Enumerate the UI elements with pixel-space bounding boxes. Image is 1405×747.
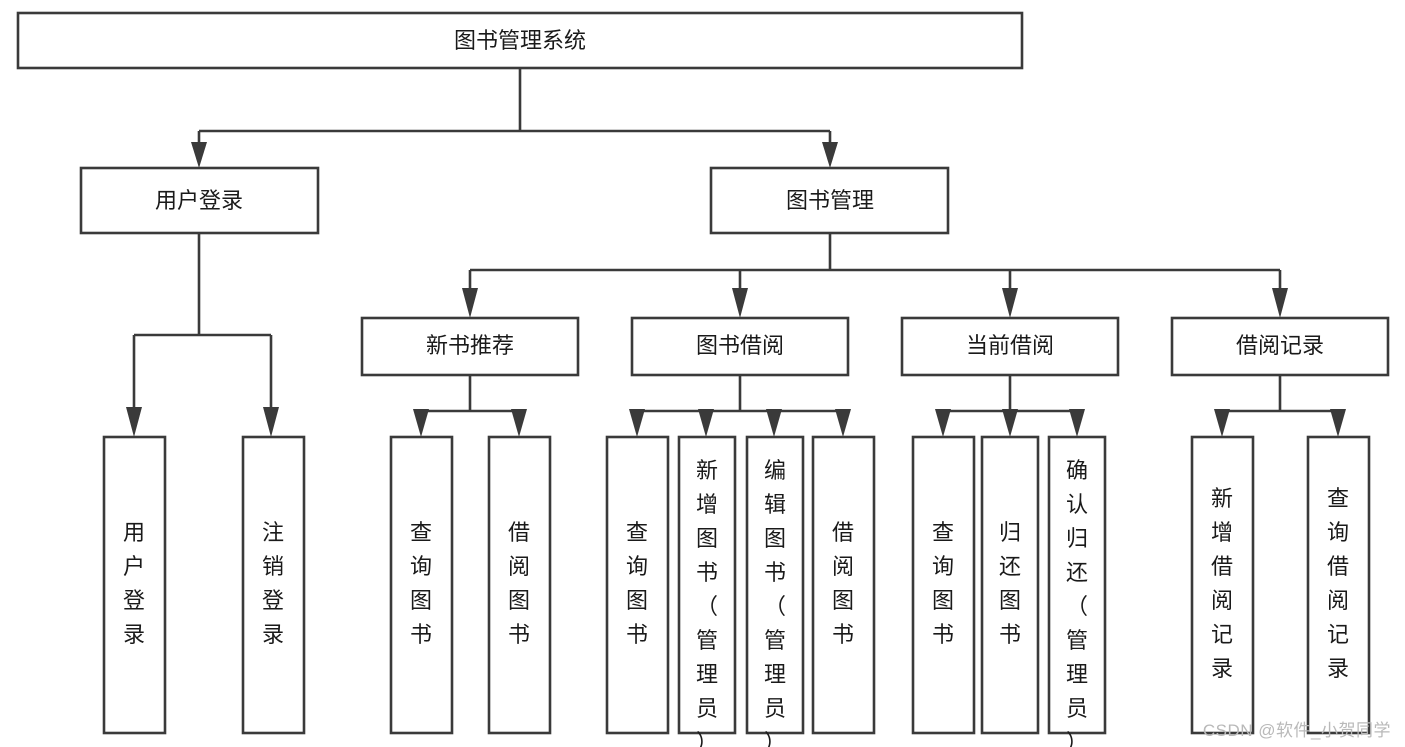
connector-group-new-book-leaves xyxy=(413,375,527,437)
leaf-edit-book-box[interactable] xyxy=(745,435,805,735)
leaf-user-login-box[interactable] xyxy=(102,435,167,735)
node-new-book-recommend[interactable]: 新书推荐 xyxy=(360,316,580,377)
leaf-edit-book-label: 编辑图书（管理员） xyxy=(764,458,786,747)
leaf-query-book-1-label: 查询图书 xyxy=(410,520,432,647)
node-book-borrow[interactable]: 图书借阅 xyxy=(630,316,850,377)
arrow-to-current-borrow xyxy=(1002,288,1018,318)
arrow-to-leaf-borrow-book-2 xyxy=(835,409,851,437)
leaf-query-record[interactable]: 查询借阅记录 xyxy=(1306,435,1371,735)
node-book-management-label: 图书管理 xyxy=(786,188,874,213)
leaf-return-book-label: 归还图书 xyxy=(999,520,1021,647)
arrow-to-leaf-query-book-2 xyxy=(629,409,645,437)
leaf-logout[interactable]: 注销登录 xyxy=(241,435,306,735)
connector-group-current-borrow-leaves xyxy=(935,375,1085,437)
leaf-logout-box[interactable] xyxy=(241,435,306,735)
node-current-borrow[interactable]: 当前借阅 xyxy=(900,316,1120,377)
connector-group-borrow-record-leaves xyxy=(1214,375,1346,437)
leaf-add-record[interactable]: 新增借阅记录 xyxy=(1190,435,1255,735)
node-book-borrow-box[interactable] xyxy=(630,316,850,377)
connector-group-root xyxy=(191,68,838,168)
leaf-add-book-label: 新增图书（管理员） xyxy=(696,458,718,747)
node-borrow-record[interactable]: 借阅记录 xyxy=(1170,316,1390,377)
arrow-to-leaf-user-login xyxy=(126,407,142,437)
leaf-confirm-return[interactable]: 确认归还（管理员） xyxy=(1047,435,1107,747)
leaf-borrow-book-2-label: 借阅图书 xyxy=(832,520,854,647)
arrow-to-leaf-add-book xyxy=(698,409,714,437)
node-borrow-record-box[interactable] xyxy=(1170,316,1390,377)
leaf-return-book[interactable]: 归还图书 xyxy=(980,435,1040,735)
arrow-to-leaf-borrow-book-1 xyxy=(511,409,527,437)
arrow-to-new-book-recommend xyxy=(462,288,478,318)
leaf-edit-book[interactable]: 编辑图书（管理员） xyxy=(745,435,805,747)
node-book-borrow-label: 图书借阅 xyxy=(696,333,784,358)
node-new-book-recommend-label: 新书推荐 xyxy=(426,333,514,358)
arrow-to-leaf-add-record xyxy=(1214,409,1230,437)
leaf-logout-label: 注销登录 xyxy=(262,520,284,647)
node-root-label: 图书管理系统 xyxy=(454,28,586,53)
leaf-user-login-label: 用户登录 xyxy=(123,520,145,647)
leaf-confirm-return-label: 确认归还（管理员） xyxy=(1066,458,1088,747)
node-user-login-box[interactable] xyxy=(79,166,320,235)
leaf-user-login[interactable]: 用户登录 xyxy=(102,435,167,735)
leaf-return-book-box[interactable] xyxy=(980,435,1040,735)
arrow-to-book-management xyxy=(822,142,838,168)
leaf-add-record-box[interactable] xyxy=(1190,435,1255,735)
leaf-query-record-label: 查询借阅记录 xyxy=(1327,486,1349,681)
arrow-to-leaf-logout xyxy=(263,407,279,437)
arrow-to-borrow-record xyxy=(1272,288,1288,318)
leaf-add-record-label: 新增借阅记录 xyxy=(1211,486,1233,681)
node-book-management-box[interactable] xyxy=(709,166,950,235)
leaf-borrow-book-2[interactable]: 借阅图书 xyxy=(811,435,876,735)
leaf-query-record-box[interactable] xyxy=(1306,435,1371,735)
node-current-borrow-box[interactable] xyxy=(900,316,1120,377)
node-root[interactable]: 图书管理系统 xyxy=(16,11,1024,70)
arrow-to-user-login xyxy=(191,142,207,168)
arrow-to-leaf-edit-book xyxy=(766,409,782,437)
leaf-borrow-book-1-box[interactable] xyxy=(487,435,552,735)
node-root-box[interactable] xyxy=(16,11,1024,70)
leaf-query-book-2-label: 查询图书 xyxy=(626,520,648,647)
leaf-query-book-1[interactable]: 查询图书 xyxy=(389,435,454,735)
leaf-add-book-box[interactable] xyxy=(677,435,737,735)
leaf-query-book-3[interactable]: 查询图书 xyxy=(911,435,976,735)
leaf-query-book-3-box[interactable] xyxy=(911,435,976,735)
leaf-borrow-book-1-label: 借阅图书 xyxy=(508,520,530,647)
arrow-to-leaf-confirm-return xyxy=(1069,409,1085,437)
leaf-query-book-2[interactable]: 查询图书 xyxy=(605,435,670,735)
leaf-borrow-book-1[interactable]: 借阅图书 xyxy=(487,435,552,735)
node-new-book-recommend-box[interactable] xyxy=(360,316,580,377)
node-user-login-label: 用户登录 xyxy=(155,188,243,213)
node-book-management[interactable]: 图书管理 xyxy=(709,166,950,235)
leaf-borrow-book-2-box[interactable] xyxy=(811,435,876,735)
connector-group-book-borrow-leaves xyxy=(629,375,851,437)
node-borrow-record-label: 借阅记录 xyxy=(1236,333,1324,358)
arrow-to-leaf-return-book xyxy=(1002,409,1018,437)
node-user-login[interactable]: 用户登录 xyxy=(79,166,320,235)
leaf-query-book-3-label: 查询图书 xyxy=(932,520,954,647)
leaf-confirm-return-box[interactable] xyxy=(1047,435,1107,735)
csdn-watermark: CSDN @软件_小贺同学 xyxy=(1202,721,1391,740)
connector-group-book-management xyxy=(462,233,1288,318)
leaf-query-book-1-box[interactable] xyxy=(389,435,454,735)
leaf-query-book-2-box[interactable] xyxy=(605,435,670,735)
arrow-to-book-borrow xyxy=(732,288,748,318)
arrow-to-leaf-query-book-3 xyxy=(935,409,951,437)
leaf-add-book[interactable]: 新增图书（管理员） xyxy=(677,435,737,747)
node-current-borrow-label: 当前借阅 xyxy=(966,333,1054,358)
arrow-to-leaf-query-record xyxy=(1330,409,1346,437)
connector-group-user-login-leaves xyxy=(126,233,279,437)
arrow-to-leaf-query-book-1 xyxy=(413,409,429,437)
